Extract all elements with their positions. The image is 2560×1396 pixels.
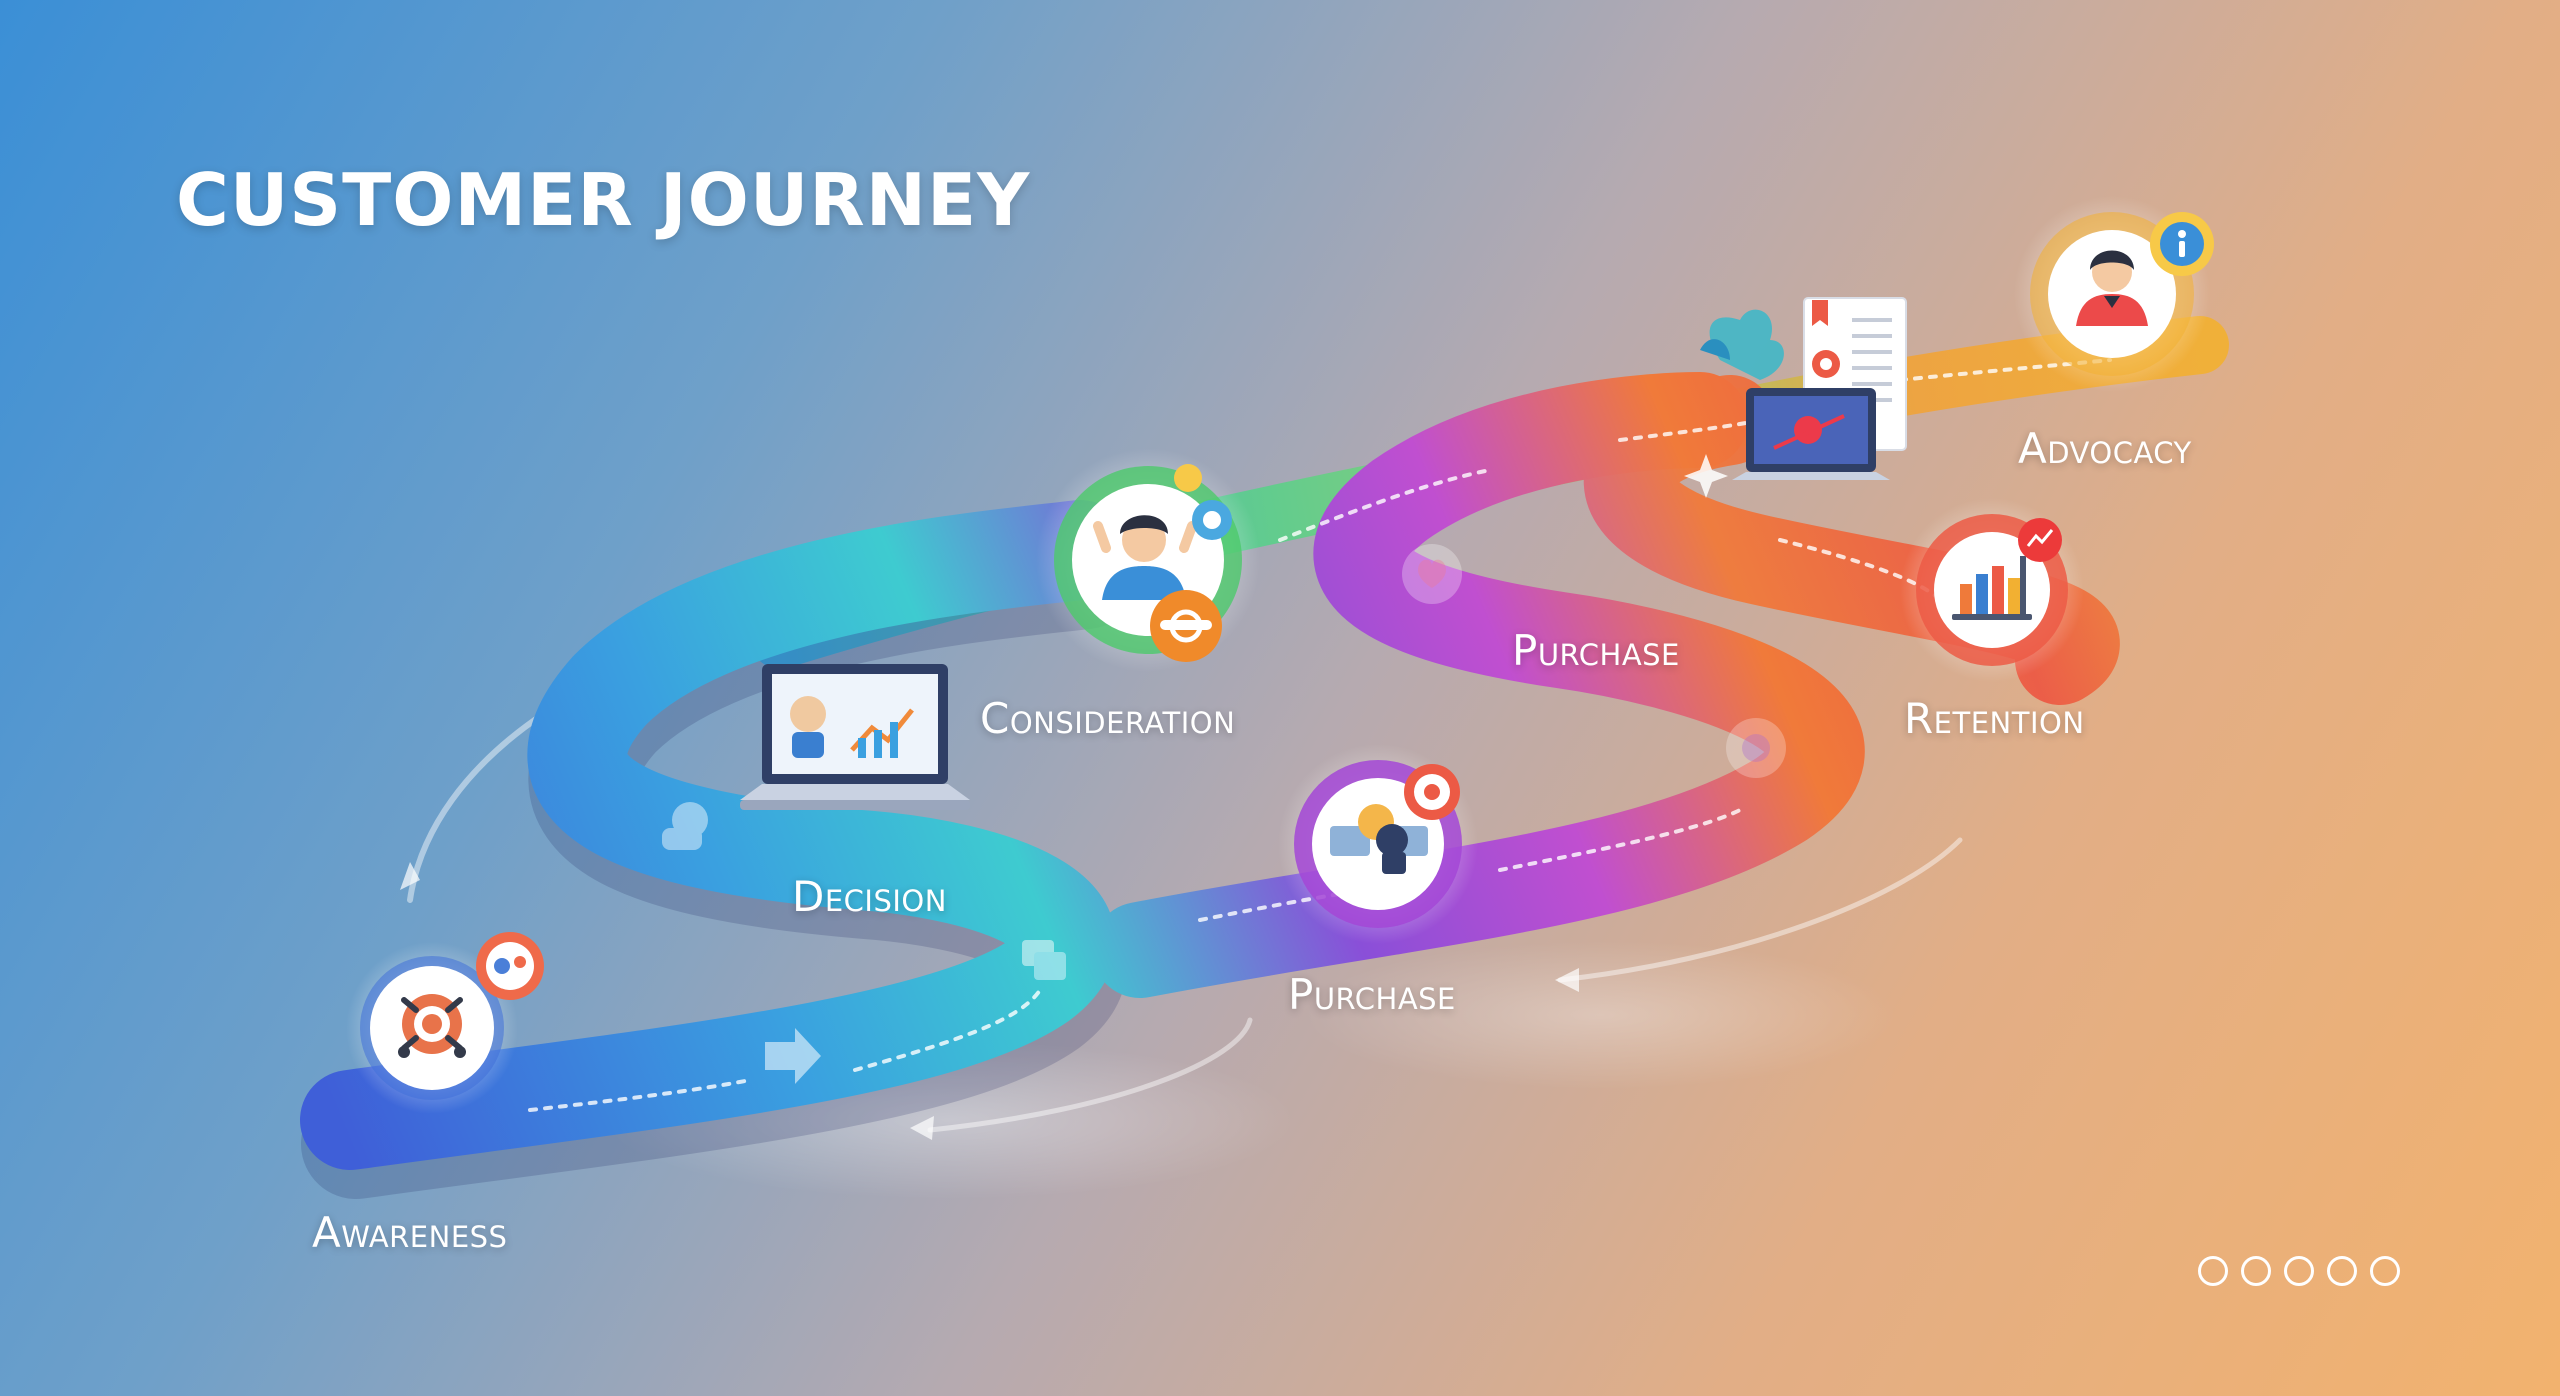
road-glyph-cards [1022,940,1066,980]
target-badge-icon [1404,764,1460,820]
pager-dot-5[interactable] [2370,1256,2400,1286]
road-direction-arrow [765,1028,821,1084]
stage-label-consideration: Consideration [980,694,1236,743]
stage-node-advocacy[interactable] [2014,196,2214,392]
stage-label-retention: Retention [1904,694,2085,743]
stage-label-advocacy: Advocacy [2018,424,2192,473]
pager-dot-3[interactable] [2284,1256,2314,1286]
page-title: CUSTOMER JOURNEY [176,158,1031,242]
stage-node-decision[interactable] [740,664,970,810]
stage-label-purchase-lower: Purchase [1288,970,1456,1019]
road-dots-8 [1898,358,2112,382]
road-dots-7 [1778,538,1942,602]
pager-dot-4[interactable] [2327,1256,2357,1286]
pager-dot-2[interactable] [2241,1256,2271,1286]
road-glyph-heart [1402,544,1462,604]
orbit-arc-right [1557,837,1963,983]
stage-node-consideration[interactable] [1036,448,1260,672]
sparkle-icon [1684,454,1728,498]
pager-dot-1[interactable] [2198,1256,2228,1286]
orbit-arrow-right [1555,968,1579,992]
target-gear-icon [398,994,466,1058]
journey-road-purchase [1092,372,1865,998]
gear-badge-icon [476,932,544,1000]
handshake-badge-icon [1150,590,1222,662]
road-dots-5 [1278,468,1492,542]
lightbulb-icon [1174,464,1202,492]
road-dots-1 [528,1078,752,1112]
stage-label-awareness: Awareness [312,1208,508,1257]
stage-node-retention[interactable] [1900,498,2084,682]
person-info-icon [2076,250,2148,326]
stage-node-awareness[interactable] [346,932,544,1114]
orbit-arrow-bottom [910,1116,934,1140]
info-badge-icon [2150,212,2214,276]
document-laptop-illustration [1700,297,1907,480]
stage-label-purchase-upper: Purchase [1512,626,1680,675]
road-glyph-circle [1726,718,1786,778]
road-glyph-chat [662,802,708,850]
stage-node-purchase-lower[interactable] [1278,744,1478,944]
bar-chart-icon [1952,556,2032,620]
journey-road-main [300,500,1130,1170]
orbit-arrow-left [400,862,420,890]
stage-label-decision: Decision [792,872,947,921]
handshake-icon [1330,804,1428,874]
chart-badge-icon [2018,518,2062,562]
person-thinking-icon [1093,515,1197,600]
road-dots-2 [853,988,1042,1072]
laptop-analytics-icon [740,664,970,810]
orbit-arc-bottom [927,1017,1253,1133]
gear-small-icon [1192,500,1232,540]
road-dots-4 [1498,808,1742,872]
slide-pager [2198,1256,2400,1286]
